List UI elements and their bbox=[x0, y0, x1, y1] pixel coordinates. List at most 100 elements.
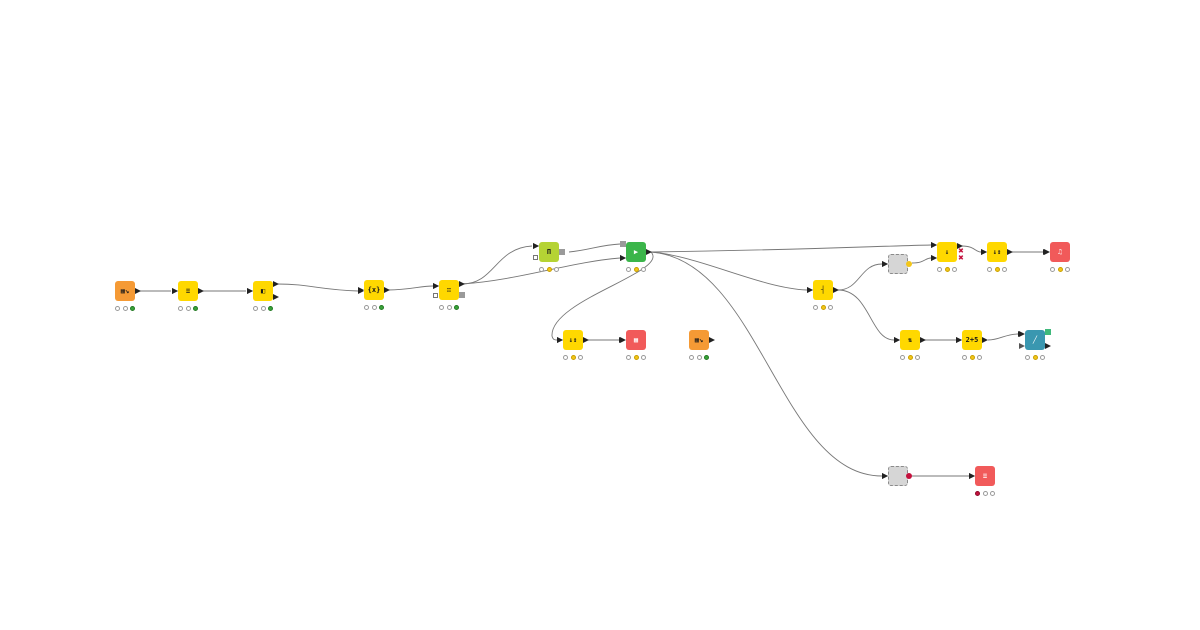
node-body[interactable] bbox=[178, 281, 198, 301]
partitioning-node[interactable]: Π bbox=[533, 242, 565, 274]
report-node[interactable]: ≡ bbox=[969, 466, 995, 498]
connection[interactable] bbox=[961, 245, 982, 253]
string-manipulation-node[interactable]: {x} bbox=[358, 280, 390, 312]
output-port[interactable] bbox=[583, 336, 589, 343]
csv-reader-node[interactable]: ▦↘ bbox=[115, 281, 141, 313]
connection[interactable] bbox=[461, 245, 533, 285]
sorter-node-lower[interactable]: ↓↕ bbox=[557, 330, 589, 362]
node-body[interactable] bbox=[987, 242, 1007, 262]
input-port[interactable] bbox=[620, 336, 626, 343]
output-port[interactable] bbox=[982, 336, 988, 343]
column-filter-node[interactable]: ◧ bbox=[247, 280, 279, 313]
connection[interactable] bbox=[837, 263, 883, 291]
node-body[interactable] bbox=[900, 330, 920, 350]
input-port[interactable] bbox=[931, 254, 937, 261]
input-port[interactable] bbox=[247, 287, 253, 294]
status-light bbox=[130, 306, 135, 311]
node-body[interactable] bbox=[1050, 242, 1070, 262]
group-by-node[interactable]: ⇅ bbox=[894, 330, 926, 362]
node-body[interactable] bbox=[563, 330, 583, 350]
output-port[interactable] bbox=[1045, 342, 1051, 349]
status-light bbox=[185, 306, 191, 311]
input-port[interactable] bbox=[882, 472, 888, 479]
row-filter-node[interactable]: ≡ bbox=[172, 281, 204, 313]
input-port[interactable] bbox=[533, 242, 539, 249]
output-port[interactable] bbox=[957, 242, 963, 249]
status-traffic-light bbox=[975, 491, 995, 497]
connection[interactable] bbox=[276, 283, 359, 292]
optional-input-port[interactable] bbox=[433, 293, 438, 298]
output-port[interactable] bbox=[198, 287, 204, 294]
flow-variable-port[interactable] bbox=[906, 261, 912, 267]
joiner-node[interactable]: ↓✖✖ bbox=[931, 241, 964, 274]
node-body[interactable] bbox=[1025, 330, 1045, 350]
image-output-port[interactable] bbox=[1045, 329, 1051, 335]
node-body[interactable] bbox=[439, 280, 459, 300]
connection[interactable] bbox=[650, 244, 932, 253]
node-body[interactable] bbox=[937, 242, 957, 262]
output-port[interactable] bbox=[1007, 248, 1013, 255]
input-port[interactable] bbox=[969, 472, 975, 479]
node-body[interactable] bbox=[364, 280, 384, 300]
connection[interactable] bbox=[387, 285, 434, 291]
input-port[interactable] bbox=[931, 241, 937, 248]
input-port[interactable] bbox=[620, 254, 626, 261]
metanode-bottom[interactable] bbox=[882, 466, 912, 498]
input-port[interactable] bbox=[1044, 248, 1050, 255]
connection[interactable] bbox=[568, 243, 621, 253]
node-body[interactable] bbox=[115, 281, 135, 301]
input-port[interactable] bbox=[807, 286, 813, 293]
input-port[interactable] bbox=[557, 336, 563, 343]
output-port[interactable] bbox=[709, 336, 715, 343]
input-port[interactable] bbox=[358, 286, 364, 293]
csv-reader-node-2[interactable]: ▦↘ bbox=[689, 330, 715, 362]
output-port[interactable] bbox=[833, 286, 839, 293]
report-output-port[interactable] bbox=[906, 473, 912, 479]
node-body[interactable] bbox=[689, 330, 709, 350]
input-port[interactable] bbox=[1019, 330, 1025, 337]
model-input-port[interactable] bbox=[620, 241, 626, 247]
predictor-node[interactable]: ┤ bbox=[807, 280, 839, 312]
optional-input-port[interactable] bbox=[1019, 342, 1025, 349]
column-rename-node[interactable]: ∷ bbox=[433, 280, 465, 312]
connection[interactable] bbox=[911, 257, 932, 264]
status-light bbox=[1050, 267, 1055, 272]
status-light bbox=[975, 491, 980, 496]
input-port[interactable] bbox=[956, 336, 962, 343]
metanode-top[interactable] bbox=[882, 254, 912, 286]
input-port[interactable] bbox=[172, 287, 178, 294]
connection[interactable] bbox=[650, 251, 808, 291]
optional-input-port[interactable] bbox=[533, 255, 538, 260]
node-body[interactable] bbox=[626, 242, 646, 262]
model-output-port[interactable] bbox=[559, 249, 565, 255]
sorter-node-top[interactable]: ↓↕ bbox=[981, 242, 1013, 274]
line-plot-node[interactable]: ╱ bbox=[1019, 329, 1051, 362]
node-body[interactable] bbox=[813, 280, 833, 300]
csv-writer-node-top[interactable]: ♫ bbox=[1044, 242, 1070, 274]
output-port[interactable] bbox=[920, 336, 926, 343]
learner-node[interactable]: ▶ bbox=[620, 241, 652, 274]
output-port[interactable] bbox=[273, 280, 279, 287]
connection[interactable] bbox=[461, 257, 621, 285]
output-port[interactable] bbox=[273, 293, 279, 300]
output-port[interactable] bbox=[135, 287, 141, 294]
connection[interactable] bbox=[987, 333, 1019, 341]
connection[interactable] bbox=[650, 251, 883, 477]
input-port[interactable] bbox=[894, 336, 900, 343]
csv-writer-node-lower[interactable]: ▦ bbox=[620, 330, 646, 362]
connection[interactable] bbox=[837, 289, 895, 341]
model-output-port[interactable] bbox=[459, 292, 465, 298]
math-formula-node[interactable]: 2+5 bbox=[956, 330, 988, 362]
input-port[interactable] bbox=[882, 260, 888, 267]
output-port[interactable] bbox=[384, 286, 390, 293]
input-port[interactable] bbox=[981, 248, 987, 255]
output-port[interactable] bbox=[459, 280, 465, 287]
node-body[interactable] bbox=[962, 330, 982, 350]
node-body[interactable] bbox=[975, 466, 995, 486]
node-body[interactable] bbox=[626, 330, 646, 350]
output-port[interactable] bbox=[646, 248, 652, 255]
node-body[interactable] bbox=[253, 281, 273, 301]
input-port[interactable] bbox=[433, 282, 439, 289]
node-body[interactable] bbox=[539, 242, 559, 262]
